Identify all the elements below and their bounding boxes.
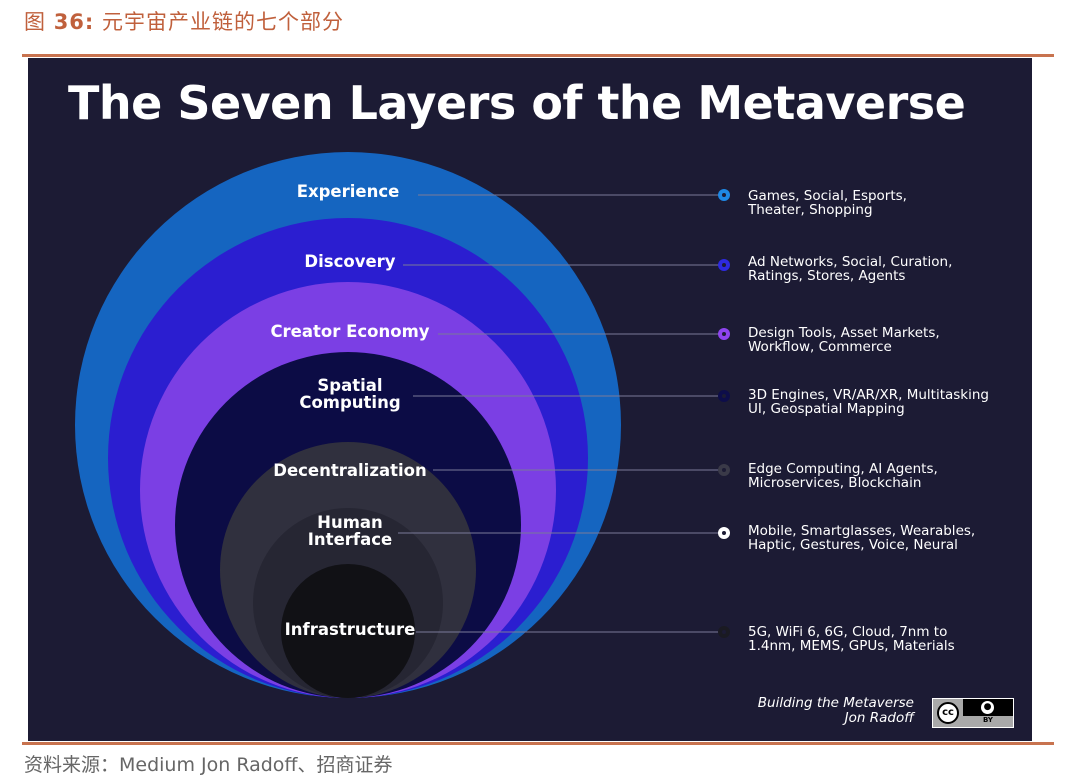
cc-by-license-badge: cc ● BY [932,698,1014,728]
desc-line: UI, Geospatial Mapping [748,401,905,417]
layers-graphic [75,152,730,698]
credit-line1: Building the Metaverse [757,695,914,711]
cc-icon: cc [937,702,959,724]
caption-number: 36: [53,10,95,34]
layer-label-discovery: Discovery [304,252,396,271]
bottom-rule [22,742,1054,745]
layer-label-infrastructure: Infrastructure [284,620,416,639]
layer-label-experience: Experience [296,182,400,201]
desc-creator-economy: Design Tools, Asset Markets, Workflow, C… [748,326,940,354]
credit: Building the Metaverse Jon Radoff [758,696,914,726]
desc-infrastructure: 5G, WiFi 6, 6G, Cloud, 7nm to 1.4nm, MEM… [748,625,955,653]
desc-line: Design Tools, Asset Markets, [748,325,940,341]
desc-line: 3D Engines, VR/AR/XR, Multitasking [748,387,989,403]
desc-decentralization: Edge Computing, AI Agents, Microservices… [748,462,938,490]
layer-label-human-line2: Interface [307,530,393,549]
desc-experience: Games, Social, Esports, Theater, Shoppin… [748,189,907,217]
layer-label-creator-economy: Creator Economy [270,322,430,341]
layer-label-spatial-line2: Computing [299,393,401,412]
desc-line: Games, Social, Esports, [748,188,907,204]
desc-spatial-computing: 3D Engines, VR/AR/XR, Multitasking UI, G… [748,388,989,416]
desc-line: Haptic, Gestures, Voice, Neural [748,537,958,553]
desc-line: 1.4nm, MEMS, GPUs, Materials [748,638,955,654]
desc-line: Microservices, Blockchain [748,475,922,491]
layer-label-spatial-computing: Spatial Computing [260,377,440,411]
layer-label-spatial-line1: Spatial [317,376,383,395]
layer-label-human-line1: Human [317,513,383,532]
desc-line: Theater, Shopping [748,202,873,218]
caption-prefix: 图 [24,10,54,34]
desc-line: Ratings, Stores, Agents [748,268,906,284]
desc-discovery: Ad Networks, Social, Curation, Ratings, … [748,255,952,283]
layer-circle-infrastructure [281,564,415,698]
diagram-title: The Seven Layers of the Metaverse [68,76,966,130]
desc-human-interface: Mobile, Smartglasses, Wearables, Haptic,… [748,524,975,552]
by-label: BY [982,716,994,724]
layer-label-decentralization: Decentralization [273,461,427,480]
diagram-panel: The Seven Layers of the Metaverse Experi… [28,58,1032,741]
figure-caption: 图 36: 元宇宙产业链的七个部分 [24,6,344,36]
caption-text: 元宇宙产业链的七个部分 [94,10,344,34]
desc-line: Mobile, Smartglasses, Wearables, [748,523,976,539]
layer-label-human-interface: Human Interface [260,514,440,548]
desc-line: Edge Computing, AI Agents, [748,461,938,477]
top-rule [22,54,1054,57]
person-icon: ● [981,701,994,714]
credit-line2: Jon Radoff [844,710,914,726]
desc-line: Workflow, Commerce [748,339,892,355]
desc-line: Ad Networks, Social, Curation, [748,254,953,270]
desc-line: 5G, WiFi 6, 6G, Cloud, 7nm to [748,624,948,640]
source-note: 资料来源：Medium Jon Radoff、招商证券 [24,754,393,776]
